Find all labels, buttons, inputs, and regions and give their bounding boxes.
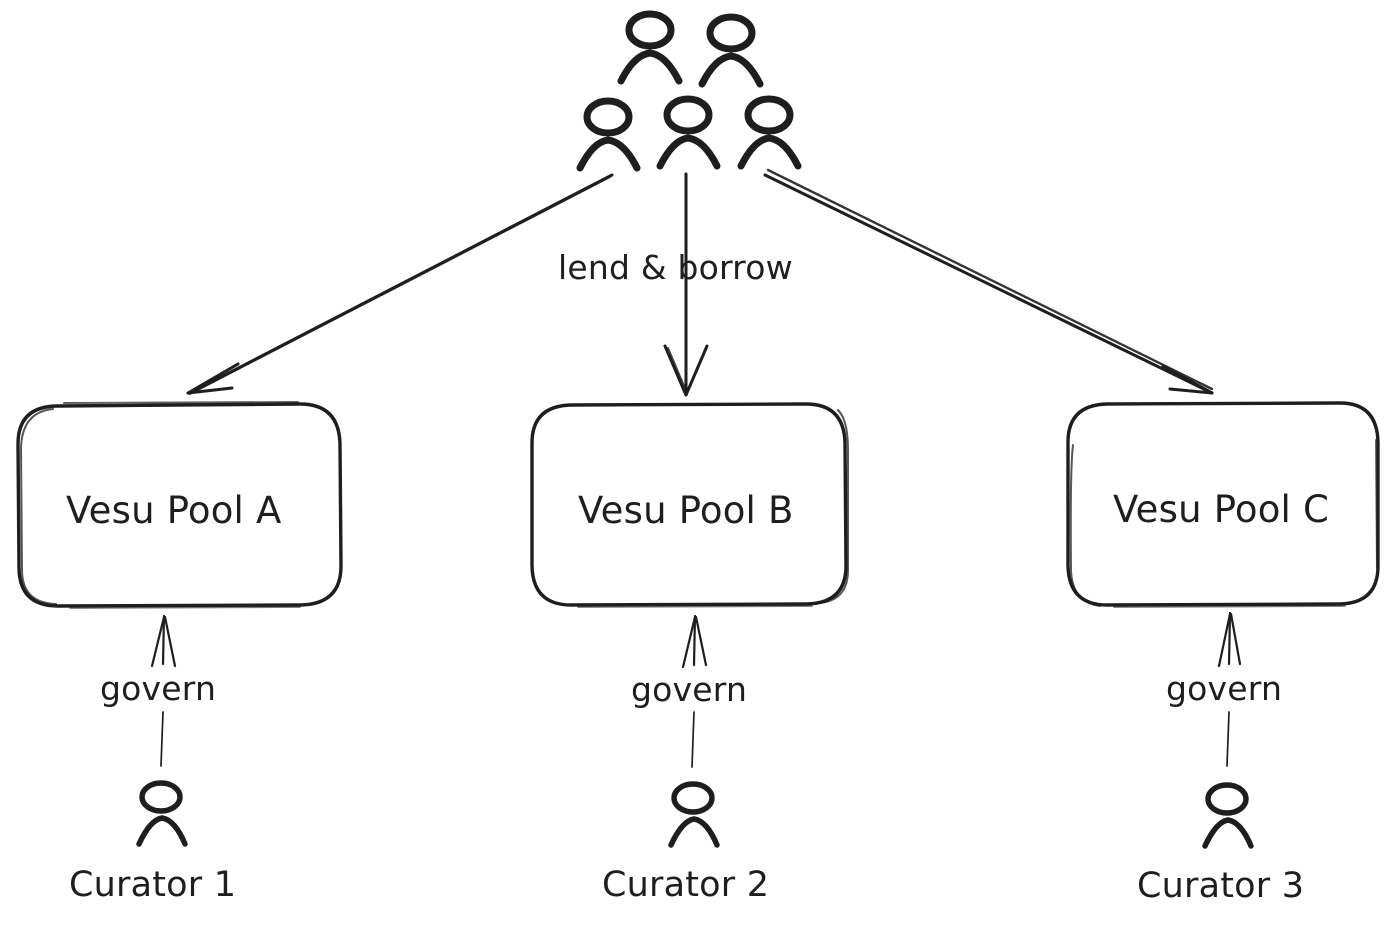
pool-box-c[interactable] [1066, 401, 1380, 608]
pool-c-node[interactable] [1068, 401, 1380, 607]
arrow-curator2-governs-pool-b [681, 614, 708, 768]
stick-figure-top-2 [698, 13, 764, 88]
arrow-users-to-pool-c [763, 168, 1214, 395]
edge-label-govern-2: govern [631, 670, 748, 709]
pool-a-label: Vesu Pool A [66, 489, 282, 532]
stick-figure-top-1 [617, 10, 683, 85]
curator-2-figure-icon [668, 781, 720, 848]
curator-1-node[interactable] [60, 778, 265, 903]
stick-figure-mid-2 [656, 95, 721, 170]
pool-b-label: Vesu Pool B [578, 489, 794, 532]
curator-3-node[interactable] [1128, 780, 1333, 905]
curator-1-label: Curator 1 [69, 865, 237, 905]
pool-a-node[interactable] [18, 402, 343, 608]
pool-c-label: Vesu Pool C [1113, 488, 1330, 531]
pool-box-a[interactable] [16, 401, 343, 609]
pool-box-b[interactable] [530, 402, 849, 608]
stick-figure-mid-1 [576, 97, 641, 172]
curator-2-node[interactable] [594, 779, 799, 904]
stick-figure-mid-3 [737, 95, 802, 170]
pool-b-node[interactable] [532, 402, 848, 608]
curator-3-figure-icon [1202, 782, 1254, 849]
curator-1-figure-icon [136, 780, 188, 847]
edge-label-govern-1: govern [100, 669, 217, 708]
arrow-users-to-pool-a [186, 173, 614, 395]
arrow-curator3-governs-pool-c [1217, 611, 1242, 767]
arrow-users-to-pool-b [663, 172, 709, 397]
curator-2-label: Curator 2 [602, 865, 770, 905]
curator-3-label: Curator 3 [1137, 866, 1305, 906]
users-group-icon [576, 10, 802, 172]
users-group-node[interactable] [575, 8, 820, 176]
edge-label-govern-3: govern [1166, 669, 1283, 708]
arrow-curator1-governs-pool-a [150, 614, 177, 767]
edge-label-lend-borrow: lend & borrow [558, 248, 793, 287]
